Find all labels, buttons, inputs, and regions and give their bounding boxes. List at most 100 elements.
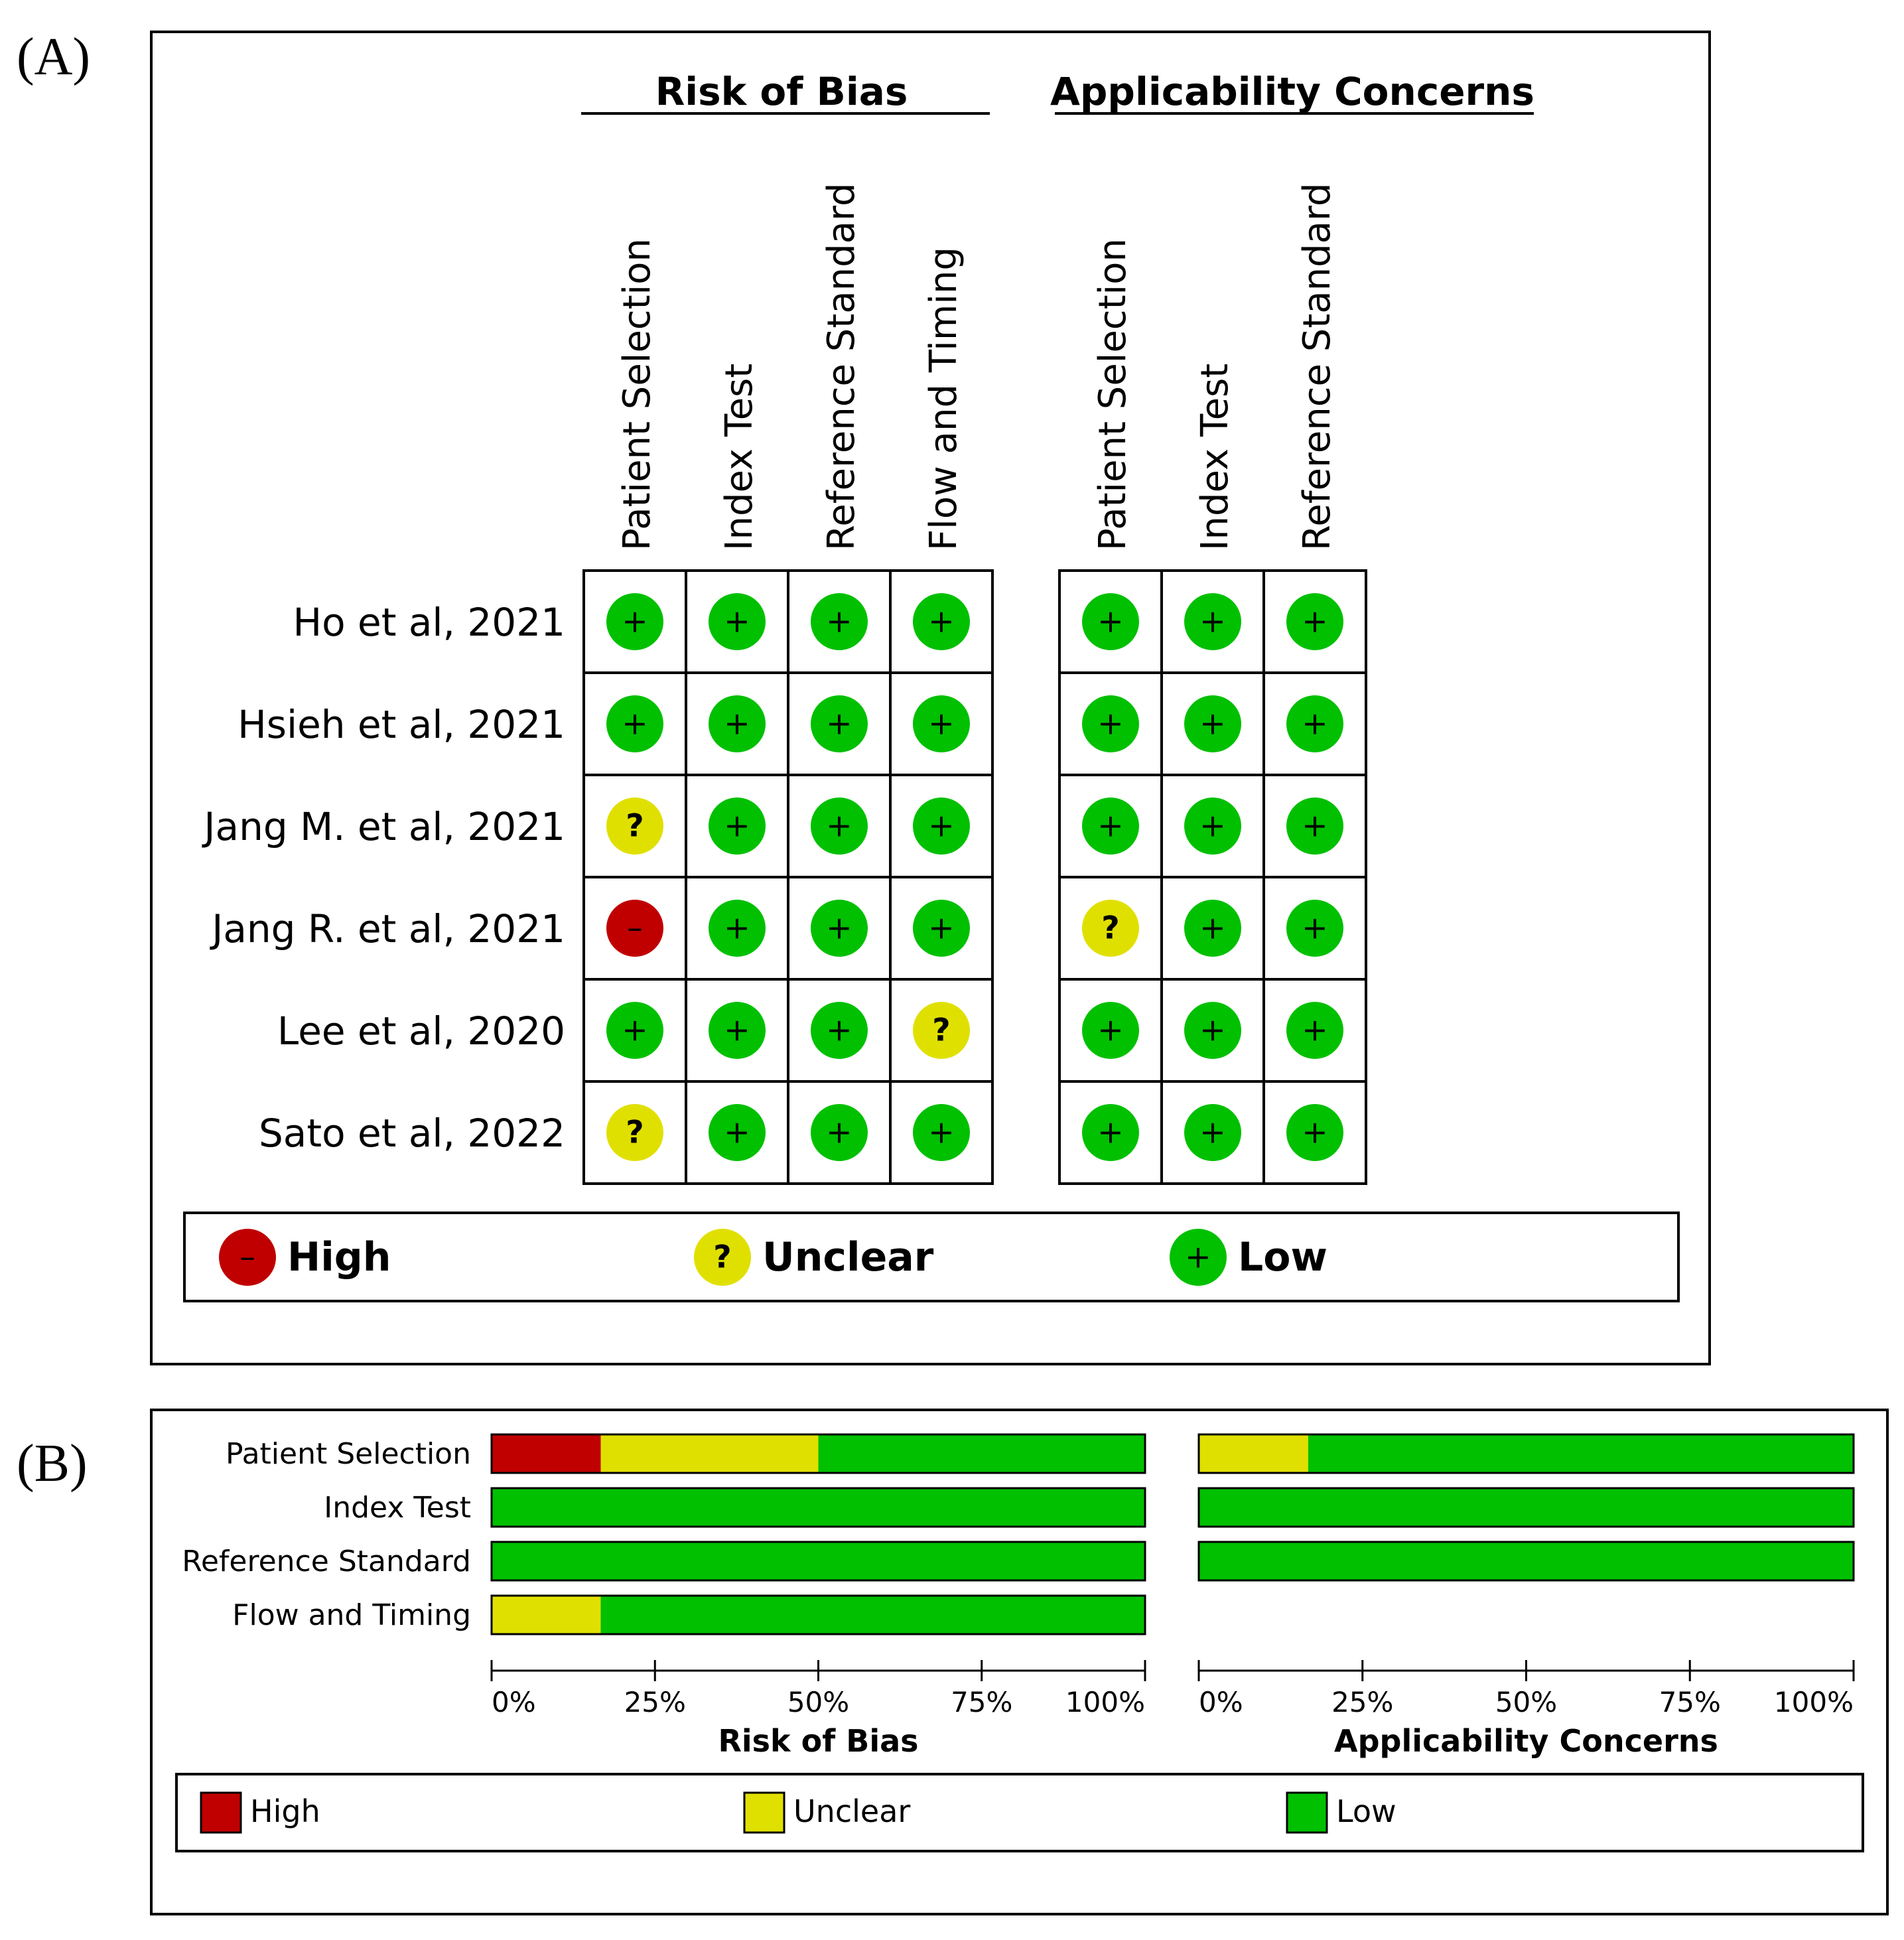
legend-unclear-icon [694,1229,751,1286]
legend-label-high: High [250,1793,320,1829]
rob-cell-high-icon [606,900,663,957]
x-tick-label: 50% [1495,1686,1557,1718]
rob-cell-low-icon [913,797,970,855]
rob-cell-unclear-icon [913,1002,970,1059]
ac-column-header: Index Test [1193,364,1237,551]
legend-low-icon [1170,1229,1227,1286]
x-tick-label: 25% [1331,1686,1393,1718]
rob-cell-symbol: + [928,603,955,640]
ac-cell-low-icon [1184,797,1241,855]
rob-cell-symbol: + [724,807,750,844]
rob-column-header: Reference Standard [820,182,863,551]
rob-cell-symbol: + [826,807,852,844]
rob-cell-symbol: + [724,1114,750,1150]
rob-cell-unclear-icon [606,1104,663,1161]
rob-cell-symbol: + [622,1012,648,1048]
rob-cell-symbol: + [826,705,852,742]
ac-heading: Applicability Concerns [1050,69,1534,114]
rob-heading: Risk of Bias [655,69,908,114]
ac-cell-symbol: + [1199,910,1226,946]
study-label: Hsieh et al, 2021 [238,702,565,747]
ac-cell-symbol: + [1199,705,1226,742]
study-label: Sato et al, 2022 [259,1111,565,1156]
bar-outline [490,1594,1146,1635]
bar-segment-low [1199,1488,1854,1527]
ac-column-header: Patient Selection [1091,238,1134,551]
ac-cell-low-icon [1184,593,1241,650]
panel-a-legend: –High?Unclear+Low [219,1229,1327,1286]
rob-cell-low-icon [913,593,970,650]
ac-cell-symbol: + [1097,807,1124,844]
rob-cell-low-icon [913,695,970,752]
ac-cell-symbol: + [1097,1012,1124,1048]
x-tick-label: 75% [951,1686,1012,1718]
rob-cell-low-icon [811,593,868,650]
ac-cell-low-icon [1184,900,1241,957]
ac-cell-low-icon [1286,1104,1343,1161]
rob-cell-low-icon [709,695,766,752]
ac-cell-low-icon [1286,593,1343,650]
rob-cell-low-icon [913,1104,970,1161]
x-axis-title: Applicability Concerns [1334,1723,1718,1759]
bar-segment-low [818,1434,1145,1473]
bar-segment-low [1199,1542,1854,1580]
x-tick-label: 100% [1774,1686,1854,1718]
ac-cell-symbol: + [1302,1114,1328,1150]
ac-cell-symbol: + [1199,1114,1226,1150]
bar-outline [490,1433,1146,1474]
bar-category-label: Patient Selection [226,1437,471,1471]
panel-a-frame [150,31,1711,1365]
ac-cell-symbol: ? [1101,910,1119,946]
rob-cell [787,876,892,981]
rob-cell-symbol: + [622,603,648,640]
ac-cell-symbol: + [1199,1012,1226,1048]
bar-segment-unclear [1199,1434,1308,1473]
rob-cell-symbol: + [724,705,750,742]
study-label: Jang R. et al, 2021 [210,906,565,951]
panel-b-frame [150,1409,1889,1915]
rob-cell-low-icon [811,900,868,957]
rob-cell-symbol: + [724,910,750,946]
x-axis-title: Risk of Bias [718,1723,918,1759]
panel-b-legend-box [175,1773,1864,1852]
rob-cell-symbol: – [627,910,643,946]
panel-a-label: (A) [17,28,90,86]
ac-cell-symbol: + [1097,705,1124,742]
bar-segment-unclear [600,1434,819,1473]
bar-segment-high [492,1434,601,1473]
legend-label-low: Low [1238,1234,1327,1281]
bar-category-label: Reference Standard [182,1545,471,1578]
rob-cell-symbol: + [724,1012,750,1048]
legend-symbol: – [239,1239,255,1275]
study-label: Ho et al, 2021 [293,600,565,645]
bar-category-label: Index Test [324,1491,471,1525]
bar-outline [1197,1487,1855,1528]
bar-segment-low [600,1596,1145,1634]
rob-cell-symbol: + [928,910,955,946]
rob-cell-symbol: + [826,1114,852,1150]
legend-high-icon [219,1229,276,1286]
ac-cell-low-icon [1286,797,1343,855]
rob-cell-symbol: + [826,1012,852,1048]
rob-cell-low-icon [606,1002,663,1059]
panel-a-legend-box [183,1212,1680,1302]
ac-cell-low-icon [1082,1104,1139,1161]
legend-label-unclear: Unclear [793,1793,910,1829]
bar-segment-low [492,1542,1145,1580]
ac-cell-symbol: + [1199,603,1226,640]
rob-cell-low-icon [811,695,868,752]
legend-symbol: ? [713,1239,731,1275]
panel-b-label: (B) [17,1434,88,1493]
rob-cell-low-icon [913,900,970,957]
rob-column-header: Flow and Timing [922,247,965,551]
ac-cell-low-icon [1082,695,1139,752]
rob-cell-low-icon [709,797,766,855]
bar-outline [490,1541,1146,1582]
ac-cell-low-icon [1184,1104,1241,1161]
rob-cell-low-icon [709,1002,766,1059]
rob-cell-symbol: + [928,705,955,742]
